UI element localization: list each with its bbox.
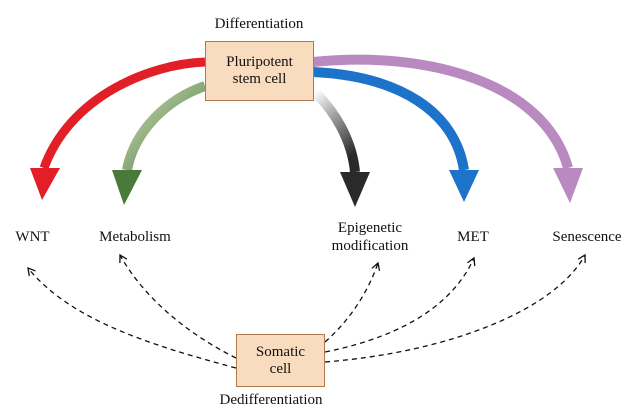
differentiation-caption: Differentiation bbox=[214, 16, 304, 32]
dashed-arrow-to-senescence bbox=[324, 253, 586, 363]
dashed-arrow-to-met bbox=[324, 256, 476, 353]
pluripotent-box-line2: stem cell bbox=[232, 71, 287, 87]
dashed-arrows bbox=[27, 253, 586, 369]
pluripotent-stem-cell-box: Pluripotent stem cell bbox=[205, 41, 314, 101]
senescence-label: Senescence bbox=[552, 229, 622, 245]
somatic-box-line1: Somatic bbox=[255, 343, 306, 360]
somatic-cell-box: Somatic cell bbox=[236, 334, 325, 387]
pluripotent-box-line1: Pluripotent bbox=[226, 54, 293, 70]
arrow-to-wnt bbox=[30, 57, 206, 200]
epigenetic-label-line1: Epigenetic bbox=[337, 220, 403, 236]
arrow-to-metabolism bbox=[112, 81, 207, 205]
wnt-label: WNT bbox=[15, 229, 50, 245]
arrow-to-senescence bbox=[312, 54, 583, 203]
epigenetic-label-line2: modification bbox=[331, 238, 409, 254]
arrow-to-epigenetic-modification bbox=[311, 88, 370, 207]
epigenetic-modification-label: Epigenetic modification bbox=[318, 219, 422, 255]
metabolism-label: Metabolism bbox=[99, 229, 171, 245]
somatic-box-line2: cell bbox=[269, 360, 292, 377]
dashed-arrow-to-wnt bbox=[27, 266, 237, 369]
dedifferentiation-caption: Dedifferentiation bbox=[219, 392, 323, 408]
met-label: MET bbox=[457, 229, 489, 245]
dashed-arrow-to-metabolism bbox=[119, 253, 237, 359]
dashed-arrow-to-epigenetic-modification bbox=[324, 261, 381, 343]
arrow-to-met bbox=[312, 67, 479, 202]
